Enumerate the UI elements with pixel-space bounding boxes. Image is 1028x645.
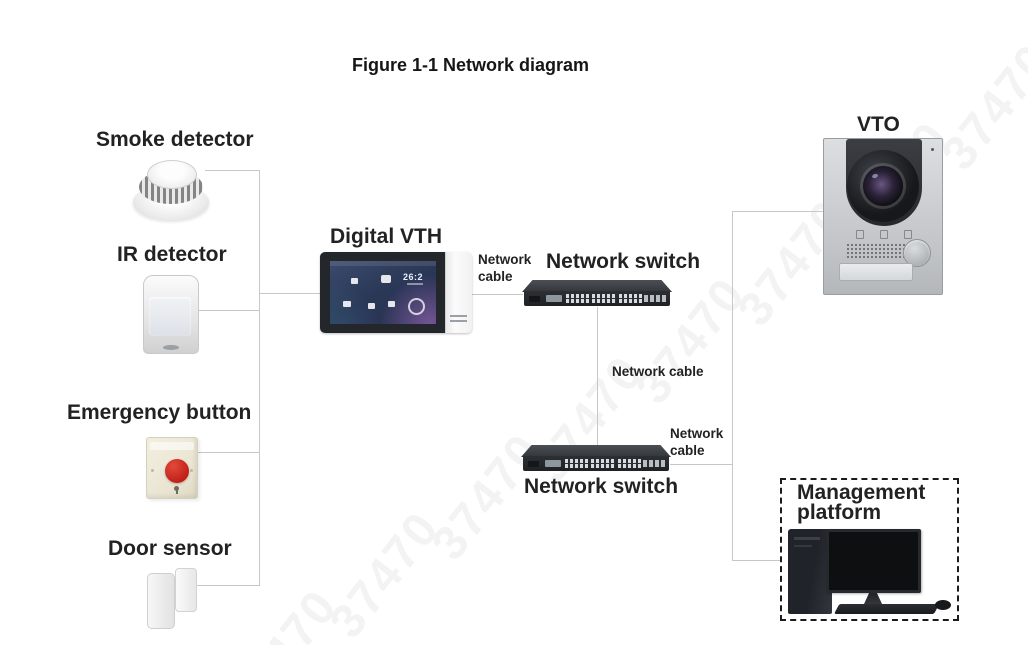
- smoke-detector-cap: [147, 160, 197, 189]
- vto-indicator-icon: [904, 230, 912, 239]
- ir-detector-image: [143, 275, 199, 354]
- switch-port-group: [565, 459, 589, 468]
- cable-emergency-to-bus: [196, 452, 259, 453]
- door-sensor-label: Door sensor: [108, 537, 232, 560]
- pc-monitor-stand: [864, 593, 882, 604]
- ir-detector-lens: [149, 297, 191, 336]
- digital-vth-label: Digital VTH: [330, 225, 443, 248]
- vth-message-icon: [381, 275, 391, 283]
- cable-switch2-to-backbone: [670, 464, 732, 465]
- vto-mic-hole: [931, 148, 934, 151]
- switch-led-block: [529, 296, 540, 302]
- network-switch-2-label: Network switch: [524, 475, 679, 498]
- emergency-button-label: Emergency button: [67, 401, 252, 424]
- management-platform-label: Management platform: [797, 481, 926, 524]
- vth-clock-subtext: [407, 283, 423, 285]
- pc-mouse: [935, 600, 951, 610]
- switch-uplink-ports: [644, 295, 666, 302]
- door-sensor-image: [147, 568, 197, 629]
- emergency-button-image: [146, 437, 198, 499]
- switch-display: [546, 295, 562, 302]
- door-sensor-main-part: [147, 573, 175, 629]
- vto-speaker-grille: [846, 243, 908, 259]
- vto-label: VTO: [857, 113, 900, 136]
- pc-monitor: [826, 529, 921, 593]
- switch-ports: [566, 294, 643, 303]
- emergency-button-top-face: [150, 442, 194, 450]
- switch-display: [545, 460, 561, 467]
- figure-title: Figure 1-1 Network diagram: [352, 55, 590, 75]
- vth-screen: 26:2: [330, 261, 436, 324]
- switch-front-face: [524, 291, 670, 306]
- vth-side-panel: [445, 252, 472, 333]
- emergency-screw-right: [190, 469, 193, 472]
- vth-status-bar: [330, 261, 436, 266]
- cable-backbone-to-management: [732, 560, 782, 561]
- pc-tower: [788, 529, 832, 614]
- vto-indicator-icon: [856, 230, 864, 239]
- cable-vth-to-switch1: [472, 294, 523, 295]
- cable-label-switch-backbone: Network cable: [670, 426, 724, 458]
- cable-backbone-vertical: [732, 211, 733, 561]
- door-sensor-magnet-part: [175, 568, 197, 612]
- switch-port-group: [591, 459, 615, 468]
- switch-uplink-ports: [643, 460, 665, 467]
- vto-camera-lens: [863, 166, 903, 206]
- switch-top-face: [521, 445, 671, 457]
- vto-call-button: [903, 239, 931, 267]
- switch-led-block: [528, 461, 539, 467]
- vth-app-icon: [388, 301, 395, 307]
- watermark-text: 37470: [217, 580, 349, 645]
- emergency-screw-left: [151, 469, 154, 472]
- vth-settings-ring-icon: [408, 298, 425, 315]
- switch-port-group: [566, 294, 590, 303]
- vth-app-icon: [351, 278, 358, 284]
- emergency-red-button: [165, 459, 189, 483]
- cable-smoke-to-bus: [205, 170, 259, 171]
- management-platform-box: Management platform: [780, 478, 959, 621]
- cable-label-switch-switch: Network cable: [612, 364, 704, 379]
- vto-name-plate: [839, 263, 913, 281]
- switch-port-group: [617, 459, 642, 468]
- cable-switch1-to-switch2: [597, 307, 598, 448]
- cable-backbone-to-vto: [732, 211, 823, 212]
- vth-app-icon: [368, 303, 375, 309]
- watermark-text: 37470: [931, 34, 1028, 180]
- watermark-text: 37470: [319, 502, 451, 645]
- switch-ports: [565, 459, 642, 468]
- switch-front-face: [523, 456, 669, 471]
- cable-label-vth-switch: Network cable: [478, 252, 532, 284]
- vto-image: [823, 138, 943, 295]
- vth-bezel: 26:2: [320, 252, 446, 333]
- vth-clock: 26:2: [402, 272, 423, 282]
- ir-detector-label: IR detector: [117, 243, 227, 266]
- vto-indicator-icon: [880, 230, 888, 239]
- network-switch-1-label: Network switch: [546, 250, 701, 273]
- cable-ir-to-bus: [195, 310, 259, 311]
- vth-app-icon: [343, 301, 351, 307]
- pc-keyboard: [834, 604, 940, 614]
- switch-port-group: [592, 294, 616, 303]
- smoke-detector-image: [133, 160, 209, 220]
- switch-port-group: [618, 294, 643, 303]
- cable-bus-to-vth: [259, 293, 320, 294]
- cable-alarm-bus-vertical: [259, 170, 260, 586]
- network-switch-2-image: [521, 445, 671, 473]
- digital-vth-image: 26:2: [320, 252, 472, 333]
- smoke-detector-label: Smoke detector: [96, 128, 254, 151]
- switch-top-face: [522, 280, 672, 292]
- ir-detector-foot: [163, 345, 179, 350]
- network-switch-1-image: [522, 280, 672, 308]
- emergency-keyhole: [174, 486, 179, 494]
- cable-door-to-bus: [196, 585, 259, 586]
- vto-indicator-icons: [856, 230, 912, 239]
